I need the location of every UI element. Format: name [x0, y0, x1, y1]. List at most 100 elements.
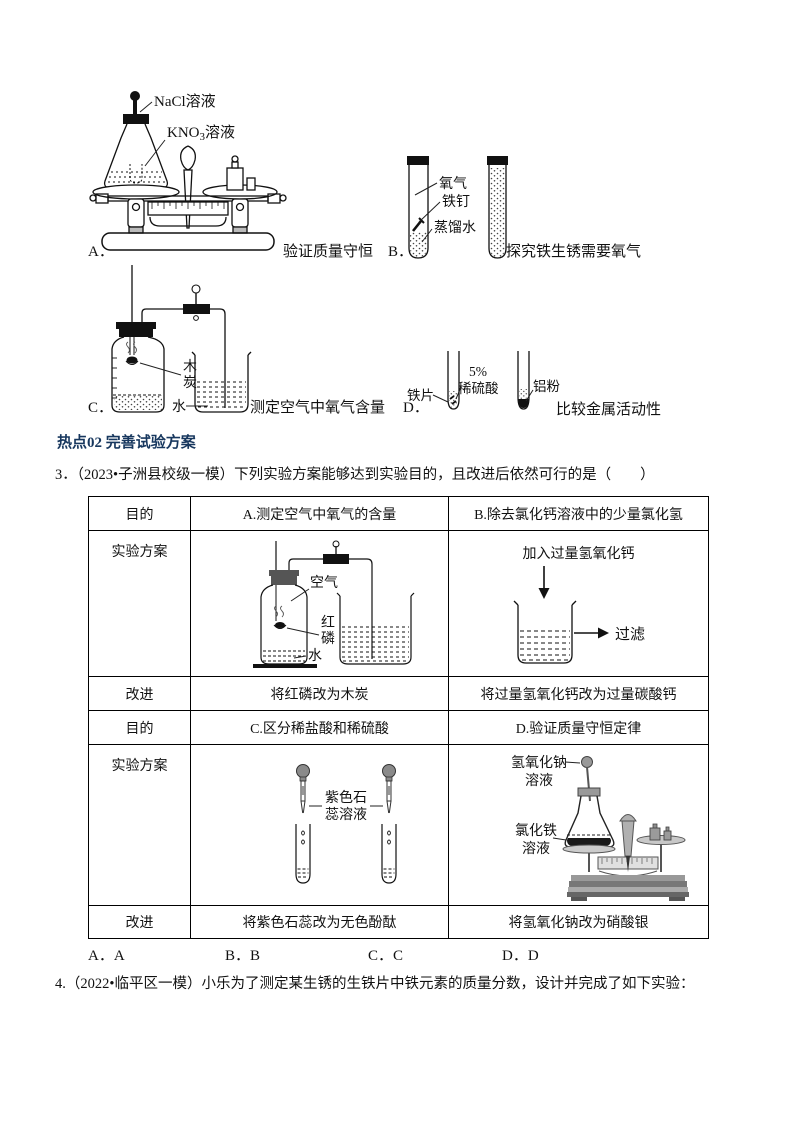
beaker-filter-diagram: 过滤 [513, 565, 645, 664]
distilled-water-label: 蒸馏水 [434, 220, 476, 236]
table-row: 改进 将紫色石蕊改为无色酚酞 将氢氧化钠改为硝酸银 [88, 905, 709, 939]
row3-header-cell: 改进 [88, 676, 191, 711]
figure-c-label: C． [88, 400, 114, 416]
figure-c-caption: 测定空气中氧气含量 [250, 400, 386, 416]
option-a: A．A [88, 948, 125, 964]
figure-d-metal-activity-diagram: 铁片 5% 稀硫酸 铝粉 [405, 343, 565, 415]
kno3-solution-label: KNO3溶液 [167, 124, 235, 143]
gas-bottle [111, 265, 165, 413]
metal-activity-tubes-diagram: 铁片 5% 稀硫酸 铝粉 [407, 351, 561, 410]
experiment-scheme-table: 目的 A.测定空气中氧气的含量 B.除去氯化钙溶液中的少量氯化氢 实验方案 [88, 496, 709, 939]
row6-header-cell: 改进 [88, 905, 191, 939]
row3-improve-b-cell: 将过量氢氧化钙改为过量碳酸钙 [448, 676, 709, 711]
bottle-red-phosphorus [253, 540, 317, 668]
flask-labels: NaCl溶液 KNO3溶液 [139, 93, 235, 167]
filter-label: 过滤 [615, 626, 645, 643]
dilute-sulfuric-acid-label: 稀硫酸 [458, 381, 499, 396]
beaker-with-water [336, 592, 415, 665]
charcoal-label-top: 木 [183, 359, 197, 375]
tube-labels: 氧气 铁钉 蒸馏水 [414, 176, 476, 243]
air-label: 空气 [310, 575, 338, 591]
table-row: 实验方案 [88, 530, 709, 677]
row2-scheme-a-cell: 空气 红 磷 水 [190, 530, 449, 677]
figure-b-rust-diagram: 氧气 铁钉 蒸馏水 [388, 152, 510, 260]
flask-with-stopper [103, 91, 169, 189]
iron-tube [447, 351, 460, 410]
weights [649, 823, 672, 841]
flask-on-balance-diagram: 氢氧化钠 溶液 氯化铁 溶液 [511, 755, 689, 901]
charcoal-label-bottom: 炭 [183, 375, 197, 391]
fecl3-label-bottom: 溶液 [522, 841, 550, 857]
option-d: D．D [502, 948, 539, 964]
figure-d-label: D． [403, 400, 429, 416]
question-3-text: 3．（2023•子洲县校级一模）下列实验方案能够达到实验目的，且改进后依然可行的… [55, 467, 655, 483]
beaker-with-water [191, 351, 252, 413]
balance [562, 814, 689, 901]
table-row: 改进 将红磷改为木炭 将过量氢氧化钙改为过量碳酸钙 [88, 676, 709, 711]
row2-scheme-b-cell: 加入过量氢氧化钙 [448, 530, 709, 677]
row4-header-cell: 目的 [88, 710, 191, 745]
acid-percent-label: 5% [469, 364, 487, 379]
row4-purpose-c-cell: C.区分稀盐酸和稀硫酸 [190, 710, 449, 745]
row2-header-cell: 实验方案 [88, 530, 191, 677]
beaker-with-liquid [513, 600, 576, 664]
balance-body [89, 145, 287, 251]
left-sample-tube [295, 824, 311, 884]
option-c: C．C [368, 948, 404, 964]
naoh-label-top: 氢氧化钠 [511, 755, 567, 771]
figure-a-label: A． [88, 244, 114, 260]
remove-hcl-scheme: 加入过量氢氧化钙 [450, 535, 708, 673]
litmus-droppers-diagram: 紫色石 蕊溶液 [295, 764, 397, 884]
red-phosphorus-label-top: 红 [321, 615, 335, 631]
add-excess-caoh2-label: 加入过量氢氧化钙 [522, 546, 635, 562]
left-dropper [296, 764, 310, 814]
nacl-solution-label: NaCl溶液 [154, 93, 216, 110]
figure-d-labels: 铁片 5% 稀硫酸 铝粉 [407, 364, 561, 403]
figure-b-caption: 探究铁生锈需要氧气 [506, 244, 642, 260]
figure-a-mass-conservation-diagram: NaCl溶液 KNO3溶液 [88, 86, 288, 258]
row3-improve-a-cell: 将红磷改为木炭 [190, 676, 449, 711]
row1-purpose-a-cell: A.测定空气中氧气的含量 [190, 496, 449, 531]
right-test-tube [487, 156, 508, 259]
left-test-tube [407, 156, 429, 259]
row5-scheme-d-cell: 氢氧化钠 溶液 氯化铁 溶液 [448, 744, 709, 906]
table-row: 实验方案 [88, 744, 709, 906]
figure-b-label: B． [388, 244, 414, 260]
row6-improve-c-cell: 将紫色石蕊改为无色酚酞 [190, 905, 449, 939]
section-heading: 热点02 完善试验方案 [57, 435, 196, 451]
table-row: 目的 C.区分稀盐酸和稀硫酸 D.验证质量守恒定律 [88, 710, 709, 745]
fecl3-label-top: 氯化铁 [515, 823, 557, 839]
litmus-label-bottom: 蕊溶液 [325, 807, 367, 823]
red-phosphorus-apparatus-diagram: 空气 红 磷 水 [253, 540, 415, 668]
water-label: 水 [308, 648, 322, 664]
connecting-tube-and-clamp [141, 284, 226, 408]
oxygen-label: 氧气 [439, 176, 467, 192]
flask-with-fecl3 [564, 787, 615, 848]
naoh-label-bottom: 溶液 [525, 773, 553, 789]
figure-d-caption: 比较金属活动性 [556, 402, 662, 418]
down-arrow [538, 565, 549, 599]
litmus-label: 紫色石 蕊溶液 [309, 789, 383, 823]
figure-a-caption: 验证质量守恒 [283, 244, 374, 260]
red-phosphorus-label-bottom: 磷 [321, 631, 335, 647]
row1-purpose-b-cell: B.除去氯化钙溶液中的少量氯化氢 [448, 496, 709, 531]
charcoal-bottle-beaker-diagram: 木 炭 水 [111, 265, 252, 415]
row6-improve-d-cell: 将氢氧化钠改为硝酸银 [448, 905, 709, 939]
question-4-text: 4.（2022•临平区一模）小乐为了测定某生锈的生铁片中铁元素的质量分数，设计并… [55, 976, 695, 992]
row1-header-cell: 目的 [88, 496, 191, 531]
aluminum-tube [517, 351, 530, 410]
aluminum-powder-label: 铝粉 [533, 379, 561, 394]
right-sample-tube [381, 824, 397, 884]
iron-nail-label: 铁钉 [442, 194, 470, 210]
option-b: B．B [225, 948, 261, 964]
scheme-d-labels: 氢氧化钠 溶液 氯化铁 溶液 [511, 755, 581, 857]
iron-piece-label: 铁片 [407, 388, 434, 403]
tube-and-stopcock [288, 540, 373, 659]
row5-header-cell: 实验方案 [88, 744, 191, 906]
row5-scheme-c-cell: 紫色石 蕊溶液 [190, 744, 449, 906]
litmus-label-top: 紫色石 [325, 789, 367, 806]
scheme-a-labels: 空气 红 磷 水 [286, 575, 338, 664]
balance-flask-diagram: NaCl溶液 KNO3溶液 [89, 91, 287, 251]
figure-c-labels: 木 炭 水 [139, 359, 208, 415]
